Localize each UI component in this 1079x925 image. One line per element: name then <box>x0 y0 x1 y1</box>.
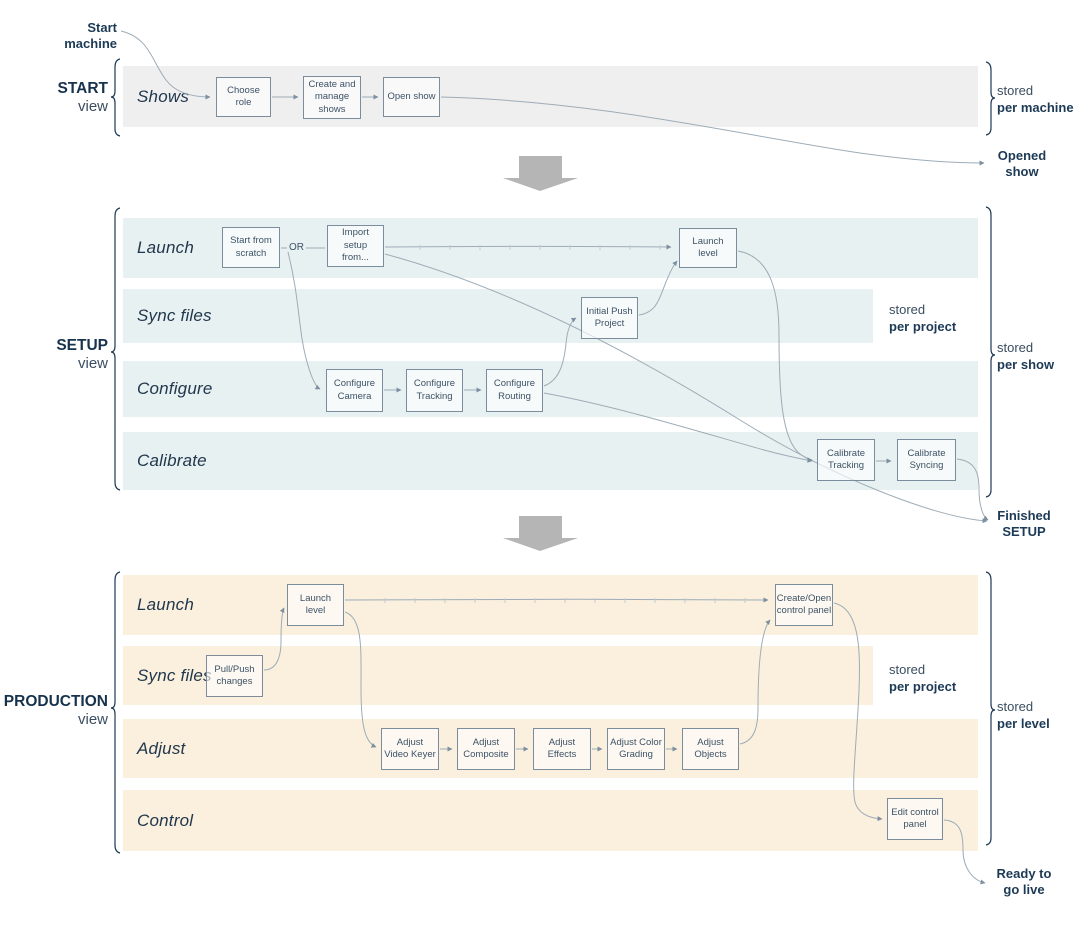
annotation-ready-go-live: Ready to go live <box>992 866 1056 897</box>
annotation-start-machine: Start machine <box>40 20 117 51</box>
lane-label-shows: Shows <box>137 86 190 106</box>
step-adjust-effects: Adjust Effects <box>533 728 591 770</box>
stored-scope-start: per machine <box>997 100 1074 115</box>
step-configure-routing: Configure Routing <box>486 369 543 412</box>
lane-label-launch-setup: Launch <box>137 238 194 257</box>
stored-word-start: stored <box>997 83 1034 98</box>
brace-setup-left <box>110 207 121 491</box>
step-pull-push-changes: Pull/Push changes <box>206 655 263 697</box>
section-title-start-sub: view <box>77 98 108 115</box>
step-calibrate-syncing: Calibrate Syncing <box>897 439 956 481</box>
lane-label-control: Control <box>137 810 194 830</box>
step-calibrate-tracking: Calibrate Tracking <box>817 439 875 481</box>
step-launch-level-production: Launch level <box>287 584 344 626</box>
stored-word-prod: stored <box>997 699 1034 714</box>
annotation-start-machine-l2: machine <box>64 35 117 51</box>
brace-setup-right <box>985 206 996 498</box>
brace-start-left <box>110 58 121 137</box>
stored-scope-prod: per level <box>997 716 1050 731</box>
section-title-setup-bold: SETUP <box>56 337 108 354</box>
step-adjust-video-keyer: Adjust Video Keyer <box>381 728 439 770</box>
annotation-opened-show-l2: show <box>1005 163 1039 179</box>
brace-production-left <box>110 571 121 854</box>
lane-label-configure: Configure <box>137 379 213 398</box>
annotation-ready-go-live-l2: go live <box>1003 881 1045 897</box>
section-title-start: START view <box>10 80 108 116</box>
lane-production-control: Control <box>123 790 978 851</box>
lane-label-launch-prod: Launch <box>137 595 194 614</box>
step-import-setup-from: Import setup from... <box>327 225 384 267</box>
step-open-show: Open show <box>383 77 440 117</box>
section-title-production-bold: PRODUCTION <box>3 693 108 710</box>
stored-scope-prod-sync: per project <box>889 679 957 694</box>
lane-label-sync-files-setup: Sync files <box>137 306 212 325</box>
stored-per-level: stored per level <box>997 698 1050 732</box>
or-label: OR <box>289 242 304 253</box>
section-title-setup: SETUP view <box>10 337 108 373</box>
brace-start-right <box>985 61 996 136</box>
edge-create-open-to-edit-panel <box>833 602 883 822</box>
step-adjust-color-grading: Adjust Color Grading <box>607 728 665 770</box>
section-title-production-sub: view <box>77 711 108 728</box>
big-arrow-setup-to-production <box>503 516 578 551</box>
annotation-finished-setup-l1: Finished <box>997 508 1051 523</box>
annotation-ready-go-live-l1: Ready to <box>996 866 1052 881</box>
stored-word-setup: stored <box>997 340 1034 355</box>
stored-word-setup-sync: stored <box>889 302 926 317</box>
lane-production-launch: Launch <box>123 575 978 635</box>
stored-word-prod-sync: stored <box>889 662 926 677</box>
annotation-finished-setup-l2: SETUP <box>1002 523 1046 539</box>
step-launch-level-setup: Launch level <box>679 228 737 268</box>
stored-scope-setup: per show <box>997 357 1055 372</box>
annotation-opened-show-l1: Opened <box>997 148 1047 163</box>
lane-setup-sync-files: Sync files <box>123 289 873 343</box>
step-initial-push-project: Initial Push Project <box>581 297 638 339</box>
stored-per-show: stored per show <box>997 339 1054 373</box>
step-configure-camera: Configure Camera <box>326 369 383 412</box>
lane-label-sync-files-prod: Sync files <box>137 665 212 685</box>
lane-label-calibrate: Calibrate <box>137 451 207 470</box>
step-start-from-scratch: Start from scratch <box>222 227 280 268</box>
section-title-production: PRODUCTION view <box>0 693 108 729</box>
section-title-start-bold: START <box>57 80 108 97</box>
stored-per-project-setup: stored per project <box>889 301 956 335</box>
step-adjust-composite: Adjust Composite <box>457 728 515 770</box>
section-title-setup-sub: view <box>77 355 108 372</box>
annotation-finished-setup: Finished SETUP <box>992 508 1056 539</box>
big-arrow-start-to-setup <box>503 156 578 191</box>
annotation-opened-show: Opened show <box>990 148 1054 179</box>
step-create-open-control-panel: Create/Open control panel <box>775 584 833 626</box>
step-configure-tracking: Configure Tracking <box>406 369 463 412</box>
stored-scope-setup-sync: per project <box>889 319 957 334</box>
stored-per-machine: stored per machine <box>997 82 1074 116</box>
annotation-start-machine-l1: Start <box>87 20 117 35</box>
step-adjust-objects: Adjust Objects <box>682 728 739 770</box>
step-choose-role: Choose role <box>216 77 271 117</box>
step-create-manage-shows: Create and manage shows <box>303 76 361 119</box>
stored-per-project-production: stored per project <box>889 661 956 695</box>
lane-setup-configure: Configure <box>123 361 978 417</box>
step-edit-control-panel: Edit control panel <box>887 798 943 840</box>
edge-launch-level-to-calibrate-tracking <box>737 250 813 463</box>
brace-production-right <box>985 571 996 846</box>
lane-label-adjust: Adjust <box>137 738 186 758</box>
